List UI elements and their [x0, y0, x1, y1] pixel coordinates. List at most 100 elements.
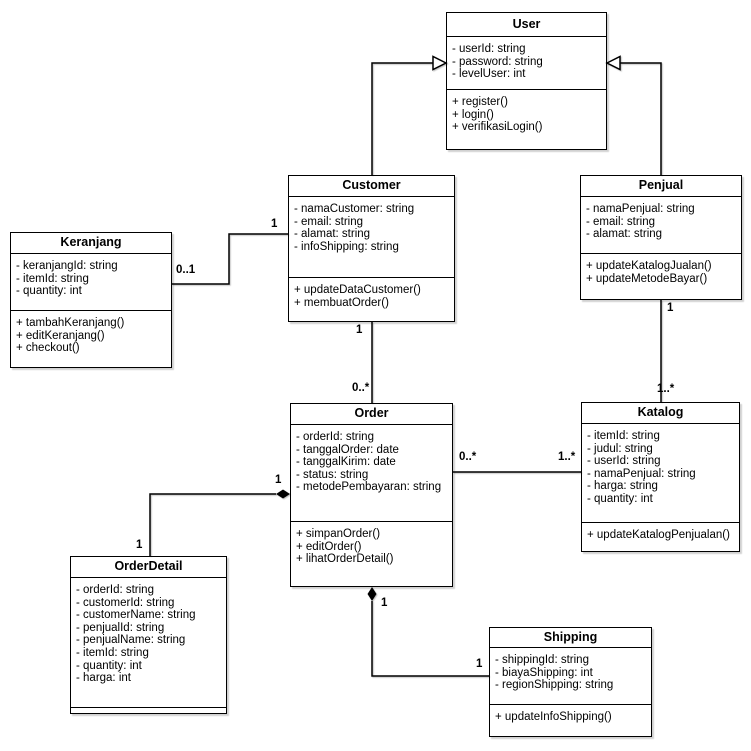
class-customer-title: Customer: [289, 176, 454, 197]
multiplicity-keranjang-end: 0..1: [176, 264, 196, 276]
composition-line-order-orderdetail: [149, 493, 276, 556]
attribute: - tanggalKirim: date: [296, 456, 396, 469]
class-keranjang-methods: + tambahKeranjang() + editKeranjang() + …: [11, 311, 171, 367]
method: + checkout(): [16, 342, 80, 355]
attribute: - customerName: string: [76, 609, 196, 622]
method: + tambahKeranjang(): [16, 317, 125, 329]
attribute: - password: string: [452, 55, 543, 68]
class-customer[interactable]: Customer - namaCustomer: string - email:…: [288, 175, 455, 322]
attribute: - namaPenjual: string: [586, 203, 695, 215]
class-katalog[interactable]: Katalog - itemId: string - judul: string…: [581, 402, 740, 552]
attribute: - alamat: string: [294, 228, 371, 241]
attribute: - levelUser: int: [452, 68, 526, 81]
generalization-line-customer-user: [371, 62, 433, 175]
attribute: - orderId: string: [76, 584, 154, 596]
generalization-arrowhead-icon: [605, 55, 621, 71]
multiplicity-customer-end: 1: [271, 218, 278, 230]
attribute: - metodePembayaran: string: [296, 481, 442, 494]
multiplicity-orderdetail-end: 1: [136, 539, 143, 551]
method: + lihatOrderDetail(): [296, 553, 394, 566]
attribute: - email: string: [294, 215, 364, 228]
generalization-line-penjual-user: [620, 62, 662, 175]
class-user-title: User: [447, 13, 606, 37]
method: + updateKatalogPenjualan(): [587, 529, 730, 541]
class-customer-methods: + updateDataCustomer() + membuatOrder(): [289, 278, 454, 321]
class-shipping-methods: + updateInfoShipping(): [490, 705, 651, 736]
class-orderdetail[interactable]: OrderDetail - orderId: string - customer…: [70, 556, 227, 714]
class-keranjang-title: Keranjang: [11, 233, 171, 254]
class-keranjang[interactable]: Keranjang - keranjangId: string - itemId…: [10, 232, 172, 368]
class-shipping-title: Shipping: [490, 628, 651, 648]
multiplicity-order-end: 1: [381, 597, 388, 609]
attribute: - customerId: string: [76, 596, 175, 609]
class-orderdetail-title: OrderDetail: [71, 557, 226, 578]
method: + editOrder(): [296, 540, 362, 553]
attribute: - userId: string: [452, 43, 526, 55]
class-shipping[interactable]: Shipping - shippingId: string - biayaShi…: [489, 627, 652, 737]
multiplicity-katalog-end: 1..*: [657, 383, 675, 395]
multiplicity-order-end: 0..*: [352, 382, 370, 394]
composition-diamond-icon: [276, 489, 290, 499]
attribute: - penjualId: string: [76, 621, 165, 634]
method: + updateInfoShipping(): [495, 711, 612, 723]
attribute: - penjualName: string: [76, 634, 186, 647]
attribute: - status: string: [296, 468, 369, 481]
class-shipping-attributes: - shippingId: string - biayaShipping: in…: [490, 648, 651, 705]
multiplicity-order-end: 1: [275, 474, 282, 486]
attribute: - shippingId: string: [495, 654, 589, 666]
attribute: - userId: string: [587, 455, 661, 468]
attribute: - infoShipping: string: [294, 240, 399, 253]
association-line-keranjang-customer: [172, 233, 288, 285]
attribute: - keranjangId: string: [16, 260, 118, 272]
method: + login(): [452, 108, 494, 121]
class-penjual-methods: + updateKatalogJualan() + updateMetodeBa…: [581, 254, 741, 299]
attribute: - regionShipping: string: [495, 679, 614, 692]
composition-line-order-shipping: [371, 601, 489, 677]
class-penjual-title: Penjual: [581, 176, 741, 197]
attribute: - quantity: int: [76, 659, 142, 672]
class-order-methods: + simpanOrder() + editOrder() + lihatOrd…: [291, 522, 452, 586]
attribute: - orderId: string: [296, 431, 374, 443]
method: + updateMetodeBayar(): [586, 272, 708, 285]
class-user-attributes: - userId: string - password: string - le…: [447, 37, 606, 90]
multiplicity-customer-end: 1: [356, 324, 363, 336]
multiplicity-katalog-end: 1..*: [558, 451, 576, 463]
method: + updateKatalogJualan(): [586, 260, 712, 272]
attribute: - itemId: string: [16, 272, 89, 285]
attribute: - harga: string: [587, 480, 658, 493]
multiplicity-shipping-end: 1: [476, 658, 483, 670]
attribute: - quantity: int: [16, 285, 82, 298]
method: + register(): [452, 96, 508, 108]
attribute: - harga: int: [76, 672, 131, 685]
class-keranjang-attributes: - keranjangId: string - itemId: string -…: [11, 254, 171, 311]
class-orderdetail-attributes: - orderId: string - customerId: string -…: [71, 578, 226, 708]
class-penjual[interactable]: Penjual - namaPenjual: string - email: s…: [580, 175, 742, 300]
class-katalog-methods: + updateKatalogPenjualan(): [582, 523, 739, 551]
attribute: - alamat: string: [586, 228, 663, 241]
attribute: - namaCustomer: string: [294, 203, 415, 215]
class-order[interactable]: Order - orderId: string - tanggalOrder: …: [290, 403, 453, 587]
class-customer-attributes: - namaCustomer: string - email: string -…: [289, 197, 454, 278]
attribute: - biayaShipping: int: [495, 666, 593, 679]
multiplicity-penjual-end: 1: [667, 302, 674, 314]
attribute: - email: string: [586, 215, 656, 228]
class-order-title: Order: [291, 404, 452, 425]
class-user[interactable]: User - userId: string - password: string…: [446, 12, 607, 150]
attribute: - quantity: int: [587, 492, 653, 505]
attribute: - itemId: string: [587, 430, 660, 442]
class-penjual-attributes: - namaPenjual: string - email: string - …: [581, 197, 741, 254]
attribute: - tanggalOrder: date: [296, 443, 399, 456]
generalization-arrowhead-icon: [432, 55, 448, 71]
method: + simpanOrder(): [296, 528, 381, 540]
method: + verifikasiLogin(): [452, 121, 543, 134]
multiplicity-order-end: 0..*: [459, 451, 477, 463]
method: + membuatOrder(): [294, 296, 389, 309]
class-katalog-title: Katalog: [582, 403, 739, 424]
class-orderdetail-methods: [71, 708, 226, 714]
attribute: - judul: string: [587, 442, 653, 455]
method: + updateDataCustomer(): [294, 284, 421, 296]
method: + editKeranjang(): [16, 329, 105, 342]
composition-diamond-icon: [367, 587, 377, 601]
class-katalog-attributes: - itemId: string - judul: string - userI…: [582, 424, 739, 523]
attribute: - namaPenjual: string: [587, 467, 696, 480]
